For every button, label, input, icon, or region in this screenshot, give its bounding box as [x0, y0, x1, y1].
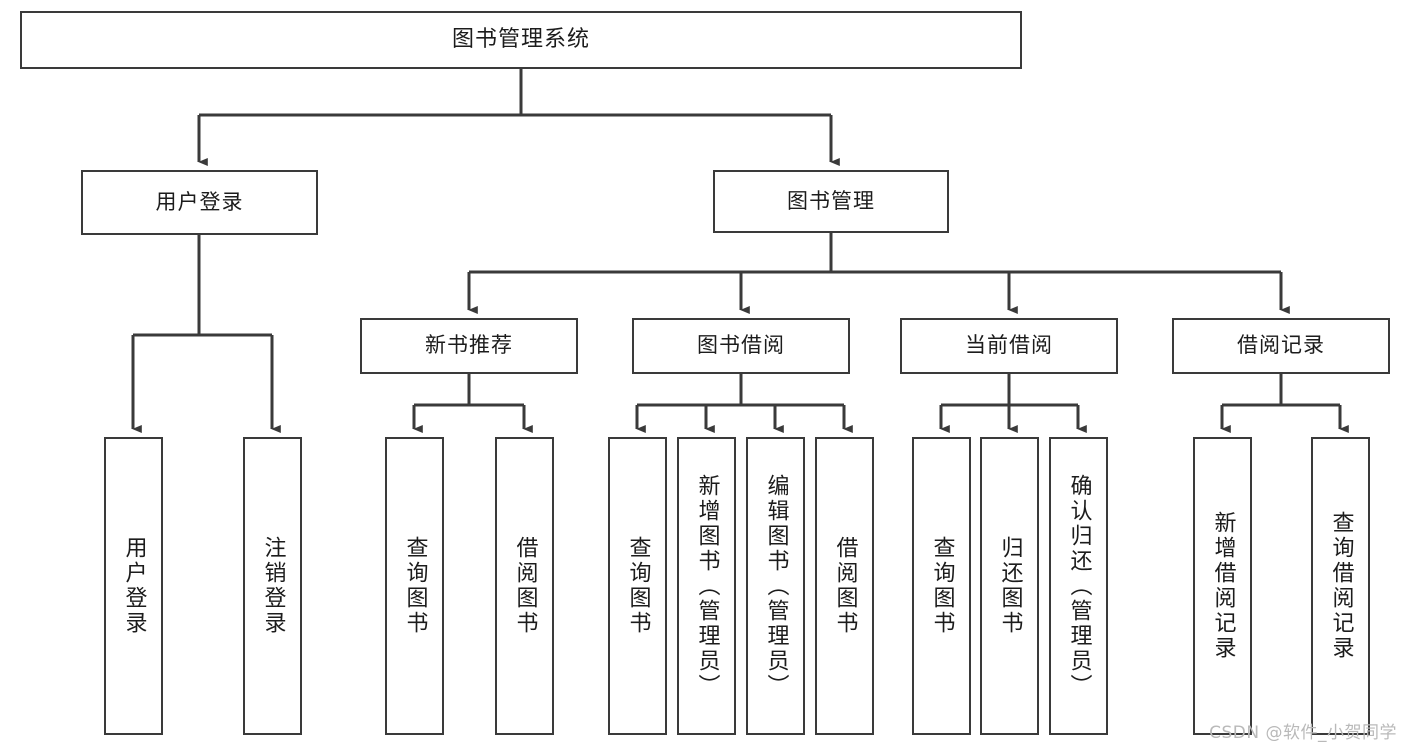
node-borrow-record[interactable]: 借阅记录 — [1172, 318, 1390, 374]
leaf-user-login-1-label: 用户登录 — [121, 536, 147, 636]
leaf-new-book-rec-2-label: 借阅图书 — [512, 536, 538, 636]
leaf-book-borrow-1[interactable]: 查询图书 — [608, 437, 667, 735]
node-book-borrow-label: 图书借阅 — [697, 333, 785, 358]
node-new-book-rec-label: 新书推荐 — [425, 333, 513, 358]
node-current-borrow[interactable]: 当前借阅 — [900, 318, 1118, 374]
node-root-label: 图书管理系统 — [451, 26, 590, 52]
node-user-login-label: 用户登录 — [155, 189, 244, 214]
leaf-new-book-rec-2[interactable]: 借阅图书 — [495, 437, 554, 735]
node-borrow-record-label: 借阅记录 — [1237, 333, 1325, 358]
leaf-borrow-record-1-label: 新增借阅记录 — [1210, 511, 1236, 661]
leaf-user-login-2[interactable]: 注销登录 — [243, 437, 302, 735]
node-book-manage-label: 图书管理 — [787, 188, 875, 213]
leaf-book-borrow-4-label: 借阅图书 — [832, 536, 858, 636]
leaf-borrow-record-1[interactable]: 新增借阅记录 — [1193, 437, 1252, 735]
watermark-text: CSDN @软件_小贺同学 — [1209, 723, 1397, 743]
leaf-current-borrow-1-label: 查询图书 — [929, 536, 955, 636]
leaf-new-book-rec-1[interactable]: 查询图书 — [385, 437, 444, 735]
leaf-book-borrow-3[interactable]: 编辑图书（管理员） — [746, 437, 805, 735]
leaf-user-login-2-label: 注销登录 — [260, 536, 286, 636]
leaf-borrow-record-2-label: 查询借阅记录 — [1328, 511, 1354, 661]
leaf-book-borrow-4[interactable]: 借阅图书 — [815, 437, 874, 735]
leaf-book-borrow-2[interactable]: 新增图书（管理员） — [677, 437, 736, 735]
leaf-book-borrow-2-label: 新增图书（管理员） — [694, 473, 720, 699]
leaf-user-login-1[interactable]: 用户登录 — [104, 437, 163, 735]
leaf-current-borrow-1[interactable]: 查询图书 — [912, 437, 971, 735]
leaf-borrow-record-2[interactable]: 查询借阅记录 — [1311, 437, 1370, 735]
leaf-current-borrow-3-label: 确认归还（管理员） — [1066, 473, 1092, 699]
leaf-current-borrow-3[interactable]: 确认归还（管理员） — [1049, 437, 1108, 735]
node-root[interactable]: 图书管理系统 — [20, 11, 1022, 69]
node-book-manage[interactable]: 图书管理 — [713, 170, 949, 233]
leaf-current-borrow-2-label: 归还图书 — [997, 536, 1023, 636]
leaf-book-borrow-1-label: 查询图书 — [625, 536, 651, 636]
leaf-current-borrow-2[interactable]: 归还图书 — [980, 437, 1039, 735]
node-new-book-rec[interactable]: 新书推荐 — [360, 318, 578, 374]
leaf-new-book-rec-1-label: 查询图书 — [402, 536, 428, 636]
node-book-borrow[interactable]: 图书借阅 — [632, 318, 850, 374]
node-user-login[interactable]: 用户登录 — [81, 170, 318, 235]
node-current-borrow-label: 当前借阅 — [965, 333, 1053, 358]
leaf-book-borrow-3-label: 编辑图书（管理员） — [763, 473, 789, 699]
